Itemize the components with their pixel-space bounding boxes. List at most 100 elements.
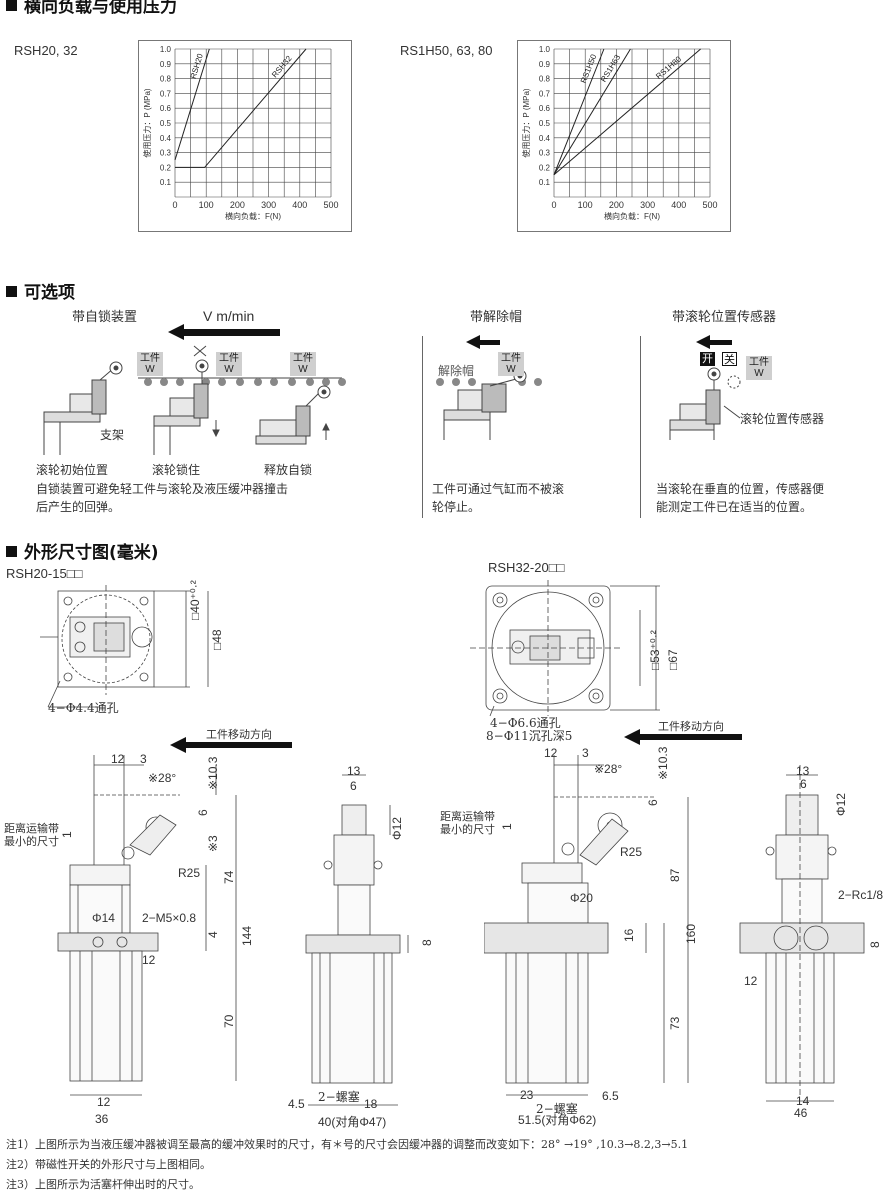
caption-initial-position: 滚轮初始位置 [36, 463, 109, 477]
divider-1 [422, 336, 423, 518]
move-direction-arrow-2 [624, 729, 742, 745]
dim-rsh20-w3: 3 [140, 752, 147, 766]
rsh20-top-view [40, 585, 209, 708]
y-tick-label: 0.4 [160, 134, 172, 143]
series-label-rsh20: RSH20 [189, 52, 205, 80]
chart2-model-label: RS1H50, 63, 80 [400, 43, 493, 58]
y-tick-label: 0.6 [539, 104, 551, 113]
release-cap-illustration [436, 335, 542, 440]
dim-rsh32-h160: 160 [684, 923, 698, 944]
caption-roller-locked: 滚轮锁住 [152, 463, 201, 477]
dim-rsh32-h6: 6 [646, 799, 660, 806]
move-direction-arrow-1 [170, 737, 292, 753]
rsh32-top-view [470, 580, 660, 717]
y-tick-label: 0.7 [160, 89, 172, 98]
speed-label: V m/min [203, 308, 255, 324]
move-direction-label-1: 工件移动方向 [206, 728, 272, 741]
release-cap-label: 解除帽 [438, 364, 475, 378]
dim-side2-rc: 2−Rc1/8 [838, 888, 884, 902]
dim-rsh20-r25: R25 [178, 866, 201, 880]
dim-side2-phi12: Φ12 [834, 793, 848, 816]
dim-rsh32-h16: 16 [622, 928, 636, 942]
x-tick-label: 400 [671, 200, 686, 210]
x-tick-label: 300 [261, 200, 276, 210]
section-bullet [6, 546, 17, 557]
sensor-illustration [669, 335, 741, 440]
dim-rsh32-w12: 12 [544, 746, 558, 760]
dim-rsh32-phi20: Φ20 [570, 891, 593, 905]
series-line-rs1h63 [553, 48, 631, 176]
dim-side1-phi12: Φ12 [390, 817, 404, 840]
sensor-description-1: 当滚轮在垂直的位置，传感器便 [656, 482, 825, 496]
y-tick-label: 1.0 [160, 45, 172, 54]
dim-rsh20-h1: 1 [60, 831, 74, 838]
y-tick-label: 0.7 [539, 89, 551, 98]
dim-rsh32-h87: 87 [668, 868, 682, 882]
dim-side1-w18: 18 [364, 1097, 378, 1111]
y-axis-label: 使用压力：P (MPa) [142, 88, 152, 158]
dim-side2-w46: 46 [794, 1106, 808, 1120]
caption-release-lock: 释放自锁 [264, 463, 313, 477]
hole-label-rsh32-a: 4−Φ6.6通孔 [490, 716, 561, 730]
dim-rsh32-plug: 2−螺塞 [536, 1102, 578, 1116]
dim-side1-plug: 2−螺塞 [318, 1090, 360, 1104]
move-direction-label-2: 工件移动方向 [658, 720, 724, 733]
x-tick-label: 400 [292, 200, 307, 210]
y-tick-label: 0.5 [160, 119, 172, 128]
dim-side2-w14: 14 [796, 1094, 810, 1108]
dim-rsh20-h74: 74 [222, 870, 236, 884]
conveyor-label-2a: 距离运输带 [440, 810, 495, 823]
section-title-load: 横向负载与使用压力 [6, 0, 177, 17]
option-cap-title: 带解除帽 [470, 309, 523, 324]
series-line-rsh20 [174, 48, 210, 161]
x-tick-label: 500 [323, 200, 338, 210]
y-tick-label: 0.1 [160, 178, 172, 187]
dim-rsh32-h1: 1 [500, 823, 514, 830]
section-bullet [6, 286, 17, 297]
hole-label-rsh32-b: 8−Φ11沉孔深5 [486, 729, 573, 743]
dim-rsh32-w65: 6.5 [602, 1089, 619, 1103]
sensor-description-2: 能测定工件已在适当的位置。 [656, 500, 813, 514]
section-title-options: 可选项 [6, 278, 75, 303]
sensor-off-badge: 关 [722, 352, 737, 366]
dim-rsh32-r25: R25 [620, 845, 643, 859]
divider-2 [640, 336, 641, 518]
dim-sq48: □48 [210, 629, 224, 650]
sensor-label: 滚轮位置传感器 [740, 412, 825, 426]
dim-side1-w45: 4.5 [288, 1097, 305, 1111]
lock-description-1: 自锁装置可避免轻工件与滚轮及液压缓冲器撞击 [36, 482, 289, 496]
x-axis-label: 横向负载：F(N) [604, 211, 660, 221]
x-tick-label: 200 [609, 200, 624, 210]
hole-label-rsh20: 4−Φ4.4通孔 [48, 701, 119, 715]
dim-side2-w13: 13 [796, 764, 810, 778]
model-rsh20-label: RSH20-15□□ [6, 566, 83, 581]
y-tick-label: 0.2 [539, 163, 551, 172]
lock-device-illustration [43, 324, 346, 455]
series-line-rs1h80 [553, 48, 701, 176]
dim-rsh32-w515: 51.5(对角Φ62) [518, 1113, 597, 1127]
x-tick-label: 200 [230, 200, 245, 210]
note-1: 注1）上图所示为当液压缓冲器被调至最高的缓冲效果时的尺寸，有＊号的尺寸会因缓冲器… [6, 1138, 689, 1151]
section-bullet [6, 0, 17, 11]
dim-sq40: □40⁺⁰·² [188, 580, 202, 620]
cap-description-1: 工件可通过气缸而不被滚 [432, 482, 565, 496]
y-tick-label: 0.8 [539, 75, 551, 84]
dim-sq67: □67 [666, 649, 680, 670]
bracket-label: 支架 [100, 428, 125, 442]
option-lock-title: 带自锁装置 [72, 309, 138, 324]
dim-rsh32-angle: ※28° [594, 762, 623, 776]
y-tick-label: 0.6 [160, 104, 172, 113]
dim-rsh32-h103: ※10.3 [656, 746, 670, 780]
dim-rsh20-h3: ※3 [206, 835, 220, 852]
y-tick-label: 0.3 [539, 149, 551, 158]
y-tick-label: 0.9 [160, 60, 172, 69]
dim-rsh32-w23: 23 [520, 1088, 534, 1102]
x-axis-label: 横向负载：F(N) [225, 211, 281, 221]
rsh20-side-view [305, 774, 409, 1106]
